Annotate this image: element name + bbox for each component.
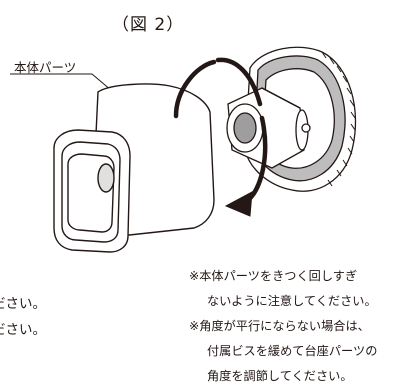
part-label: 本体パーツ <box>14 60 77 75</box>
camera-body <box>53 83 215 253</box>
rotation-arrowhead-icon <box>224 191 253 217</box>
note-line-3: ※角度が平行にならない場合は、 <box>189 319 370 333</box>
note-line-4: 付属ビスを緩めて台座パーツの <box>207 344 378 358</box>
note-line-1: ※本体パーツをきつく回しすぎ <box>189 269 358 283</box>
instruction-line-1: ださい。 <box>0 296 46 312</box>
camera-mount-diagram <box>10 46 357 253</box>
note-line-5: 角度を調節してください。 <box>207 369 353 383</box>
note-line-2: ないように注意してください。 <box>207 294 377 308</box>
figure-title: （図 2） <box>112 15 185 35</box>
instruction-line-2: ださい。 <box>0 322 46 338</box>
